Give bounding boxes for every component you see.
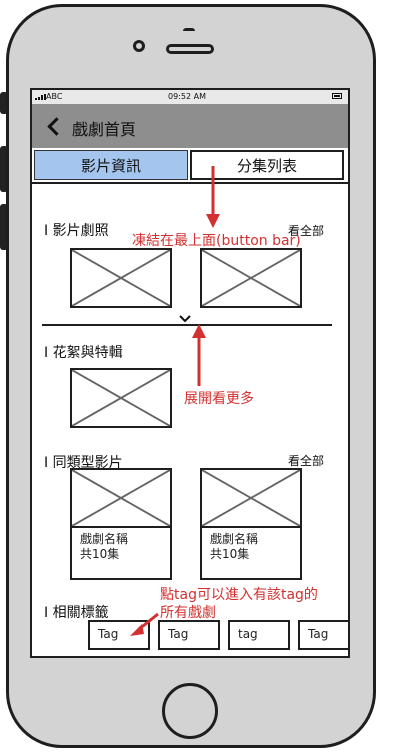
similar-drama-card[interactable]: 戲劇名稱 共10集 — [200, 468, 302, 580]
annotation-tag-note-line2: 所有戲劇 — [160, 605, 216, 621]
still-thumbnail[interactable] — [200, 248, 302, 308]
drama-info: 戲劇名稱 共10集 — [200, 528, 302, 580]
front-camera-icon — [133, 40, 145, 52]
earpiece-speaker — [166, 44, 214, 54]
sensor-mark — [183, 28, 195, 35]
signal-icon — [35, 94, 46, 100]
still-thumbnail[interactable] — [70, 248, 172, 308]
phone-screen: ABC 09:52 AM 戲劇首頁 影片資訊 分集列表 I 影片劇照 看全部 I… — [30, 88, 350, 658]
image-placeholder-icon — [202, 250, 300, 306]
section-divider — [42, 324, 332, 326]
clock: 09:52 AM — [168, 92, 206, 101]
status-bar: ABC 09:52 AM — [32, 90, 348, 104]
tab-video-info[interactable]: 影片資訊 — [34, 150, 188, 180]
behind-scenes-thumbnail[interactable] — [70, 368, 172, 428]
section-title-tags: I 相關標籤 — [44, 605, 109, 621]
home-button[interactable] — [162, 683, 218, 739]
section-title-text: 影片劇照 — [52, 223, 109, 239]
carrier-label: ABC — [46, 92, 63, 101]
image-placeholder-icon — [202, 470, 300, 526]
see-all-similar-link[interactable]: 看全部 — [288, 454, 325, 468]
section-title-text: 同類型影片 — [52, 455, 123, 471]
similar-drama-card[interactable]: 戲劇名稱 共10集 — [70, 468, 172, 580]
battery-icon — [332, 93, 342, 99]
annotation-expand-note: 展開看更多 — [184, 391, 254, 407]
drama-thumbnail — [70, 468, 172, 528]
drama-info: 戲劇名稱 共10集 — [70, 528, 172, 580]
section-title-similar: I 同類型影片 — [44, 455, 123, 471]
image-placeholder-icon — [72, 470, 170, 526]
tag-chip[interactable]: Tag — [298, 620, 348, 650]
section-title-stills: I 影片劇照 — [44, 223, 109, 239]
tag-chip[interactable]: tag — [228, 620, 290, 650]
tab-bar: 影片資訊 分集列表 — [32, 148, 348, 184]
episode-count: 共10集 — [210, 547, 250, 561]
drama-thumbnail — [200, 468, 302, 528]
chevron-down-icon[interactable] — [178, 314, 192, 324]
section-title-text: 花絮與特輯 — [52, 345, 123, 361]
episode-count: 共10集 — [80, 547, 120, 561]
tag-chip[interactable]: Tag — [88, 620, 150, 650]
annotation-tag-note-line1: 點tag可以進入有該tag的 — [160, 587, 318, 603]
drama-name: 戲劇名稱 — [80, 532, 129, 546]
tab-episode-list[interactable]: 分集列表 — [190, 150, 344, 180]
drama-name: 戲劇名稱 — [210, 532, 259, 546]
section-title-behind: I 花絮與特輯 — [44, 345, 123, 361]
see-all-stills-link[interactable]: 看全部 — [288, 224, 325, 238]
tag-chip[interactable]: Tag — [158, 620, 220, 650]
image-placeholder-icon — [72, 370, 170, 426]
image-placeholder-icon — [72, 250, 170, 306]
volume-up-button[interactable] — [0, 146, 8, 192]
back-chevron-icon[interactable] — [47, 117, 66, 136]
page-title: 戲劇首頁 — [72, 120, 137, 139]
annotation-freeze-note: 凍結在最上面(button bar) — [132, 233, 301, 249]
volume-down-button[interactable] — [0, 204, 8, 250]
mute-switch[interactable] — [0, 92, 8, 114]
section-title-text: 相關標籤 — [52, 605, 109, 621]
navigation-bar: 戲劇首頁 — [32, 104, 348, 148]
